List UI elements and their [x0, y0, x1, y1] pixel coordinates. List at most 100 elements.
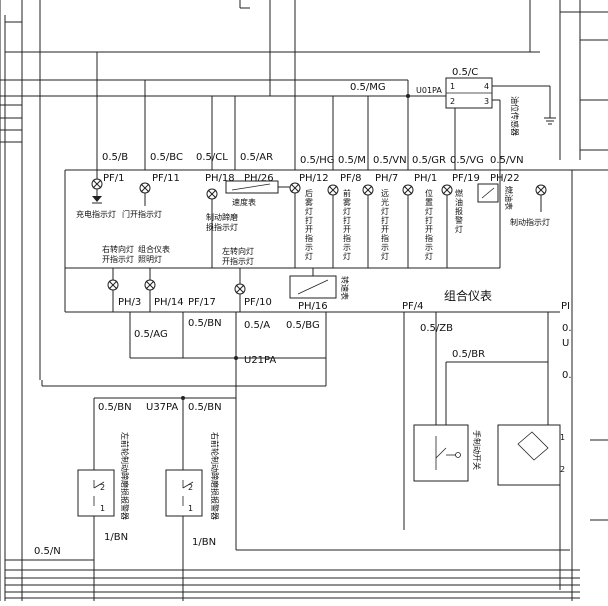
- svg-text:1/BN: 1/BN: [192, 537, 216, 548]
- svg-text:U37PA: U37PA: [146, 402, 178, 413]
- svg-text:1: 1: [560, 433, 565, 442]
- wire-label: 0.5/VN: [490, 155, 524, 166]
- svg-text:PF/19: PF/19: [452, 173, 480, 184]
- brake-wear-label-1: 制动蹄磨: [206, 212, 238, 222]
- brake-ind-label: 制动指示灯: [510, 217, 550, 227]
- fuel-sensor-block: 0.5/MG U01PA 1 2 4 3 0.5/C 油位传感器: [350, 67, 556, 170]
- instrument-bus: [64, 169, 608, 313]
- pin-labels: PF/1 PF/11 PH/18 PH/26 PH/12 PF/8 PH/7 P…: [103, 173, 520, 184]
- wire-label: 0.5/AR: [240, 152, 273, 163]
- svg-text:1/BN: 1/BN: [104, 532, 128, 543]
- svg-text:PH/26: PH/26: [244, 173, 274, 184]
- svg-text:2: 2: [560, 465, 565, 474]
- charge-label: 充电指示灯: [76, 209, 116, 219]
- vertical-drops: [96, 0, 409, 170]
- svg-text:PH/3: PH/3: [118, 297, 141, 308]
- wire-label: 0.5/GR: [412, 155, 446, 166]
- svg-text:0.: 0.: [562, 323, 572, 334]
- front-fog-lamp-icon: [327, 184, 339, 268]
- wire-label: 0.5/HG: [300, 155, 335, 166]
- right-frame-lines: [559, 0, 608, 601]
- svg-text:PF/10: PF/10: [244, 297, 272, 308]
- svg-text:2: 2: [450, 97, 455, 106]
- wire-c-label: 0.5/C: [452, 67, 478, 78]
- handbrake-section: 0.5/ZB 0.5/BR 手制动开关 1 2 0. U 0.: [403, 312, 572, 590]
- speedometer-needle-icon: [231, 183, 271, 191]
- brake-wear-label-2: 损指示灯: [206, 222, 238, 232]
- svg-text:PF/11: PF/11: [152, 173, 180, 184]
- rear-fog-lamp-icon: [289, 182, 301, 268]
- wire-labels-top: 0.5/B 0.5/BC 0.5/CL 0.5/AR 0.5/HG 0.5/M …: [102, 152, 524, 166]
- position-label: 位置灯打开指示灯: [425, 188, 433, 261]
- svg-text:0.: 0.: [562, 370, 572, 381]
- brake-fluid-icon: [517, 431, 549, 461]
- component-labels: 充电指示灯 门开指示灯 制动蹄磨 损指示灯 制动指示灯 右转向灯 开指示灯 组合…: [76, 209, 550, 303]
- front-fog-label: 前雾灯打开指示灯: [343, 188, 351, 261]
- left-turn-label-2: 开指示灯: [222, 256, 254, 266]
- high-beam-lamp-icon: [362, 184, 374, 268]
- combo-light-label-1: 组合仪表: [138, 244, 170, 254]
- svg-text:PF/17: PF/17: [188, 297, 216, 308]
- svg-text:PF/8: PF/8: [340, 173, 362, 184]
- svg-text:0.5/A: 0.5/A: [244, 320, 270, 331]
- svg-text:PH/16: PH/16: [298, 301, 328, 312]
- svg-text:1: 1: [100, 504, 105, 513]
- fuel-warn-label: 燃油报警灯: [455, 188, 463, 234]
- fuel-gauge-needle-icon: [481, 187, 495, 199]
- svg-text:2: 2: [100, 483, 105, 492]
- svg-text:U: U: [562, 338, 569, 349]
- svg-text:0.5/ZB: 0.5/ZB: [420, 323, 453, 334]
- svg-text:0.5/BN: 0.5/BN: [188, 402, 222, 413]
- tachometer-needle-icon: [297, 279, 329, 295]
- second-row: 转速表 PH/3 PH/14 PF/17 PF/10 PH/16 PF/4 PI: [107, 268, 570, 312]
- svg-text:PI: PI: [561, 301, 570, 312]
- rear-fog-label: 后雾灯打开指示灯: [305, 188, 313, 261]
- svg-text:1: 1: [188, 504, 193, 513]
- svg-text:1: 1: [450, 82, 455, 91]
- wire-label: 0.5/VG: [450, 155, 484, 166]
- vertical-labels: 后雾灯打开指示灯 前雾灯打开指示灯 远光灯打开指示灯 位置灯打开指示灯 燃油报警灯 燃油表: [305, 186, 514, 261]
- wire-mg-label: 0.5/MG: [350, 82, 386, 93]
- svg-text:0.5/BG: 0.5/BG: [286, 320, 320, 331]
- svg-text:PH/18: PH/18: [205, 173, 235, 184]
- handbrake-label: 手制动开关: [472, 430, 482, 470]
- position-lamp-icon: [402, 184, 414, 268]
- svg-text:3: 3: [484, 97, 489, 106]
- door-lamp-icon: [139, 182, 151, 206]
- combo-light-label-2: 照明灯: [138, 254, 162, 264]
- fuel-gauge-label: 燃油表: [504, 186, 514, 210]
- brake-wear-lamp-icon: [206, 188, 218, 268]
- left-turn-label-1: 左转向灯: [222, 246, 254, 256]
- right-turn-lamp-icon: [107, 279, 119, 291]
- svg-text:0.5/BR: 0.5/BR: [452, 349, 485, 360]
- svg-text:0.5/N: 0.5/N: [34, 546, 61, 557]
- svg-text:PH/22: PH/22: [490, 173, 520, 184]
- brake-indicator-lamp-icon: [535, 184, 547, 212]
- high-beam-label: 远光灯打开指示灯: [381, 189, 389, 261]
- svg-text:PF/1: PF/1: [103, 173, 125, 184]
- svg-text:PH/12: PH/12: [299, 173, 329, 184]
- speedometer-label: 速度表: [232, 197, 256, 207]
- combo-light-lamp-icon: [144, 279, 156, 291]
- svg-text:4: 4: [484, 82, 489, 91]
- left-frame-lines: [0, 0, 540, 601]
- right-wear-sensor: [165, 469, 203, 517]
- svg-text:0.5/AG: 0.5/AG: [134, 329, 168, 340]
- fuel-warning-lamp-icon: [441, 184, 453, 268]
- svg-text:PH/1: PH/1: [414, 173, 437, 184]
- svg-text:PH/7: PH/7: [375, 173, 398, 184]
- svg-text:PF/4: PF/4: [402, 301, 424, 312]
- right-turn-label-2: 开指示灯: [102, 254, 134, 264]
- svg-text:PH/14: PH/14: [154, 297, 184, 308]
- wire-label: 0.5/M: [338, 155, 366, 166]
- indicator-lamps: 速度表: [91, 170, 547, 268]
- svg-text:2: 2: [188, 483, 193, 492]
- tacho-label: 转速表: [340, 276, 350, 300]
- left-wear-sensor: [77, 469, 115, 517]
- wire-label: 0.5/BC: [150, 152, 183, 163]
- door-label: 门开指示灯: [122, 209, 162, 219]
- right-wear-label: 右前轮制动蹄磨损报警器: [210, 432, 220, 520]
- wire-label: 0.5/VN: [373, 155, 407, 166]
